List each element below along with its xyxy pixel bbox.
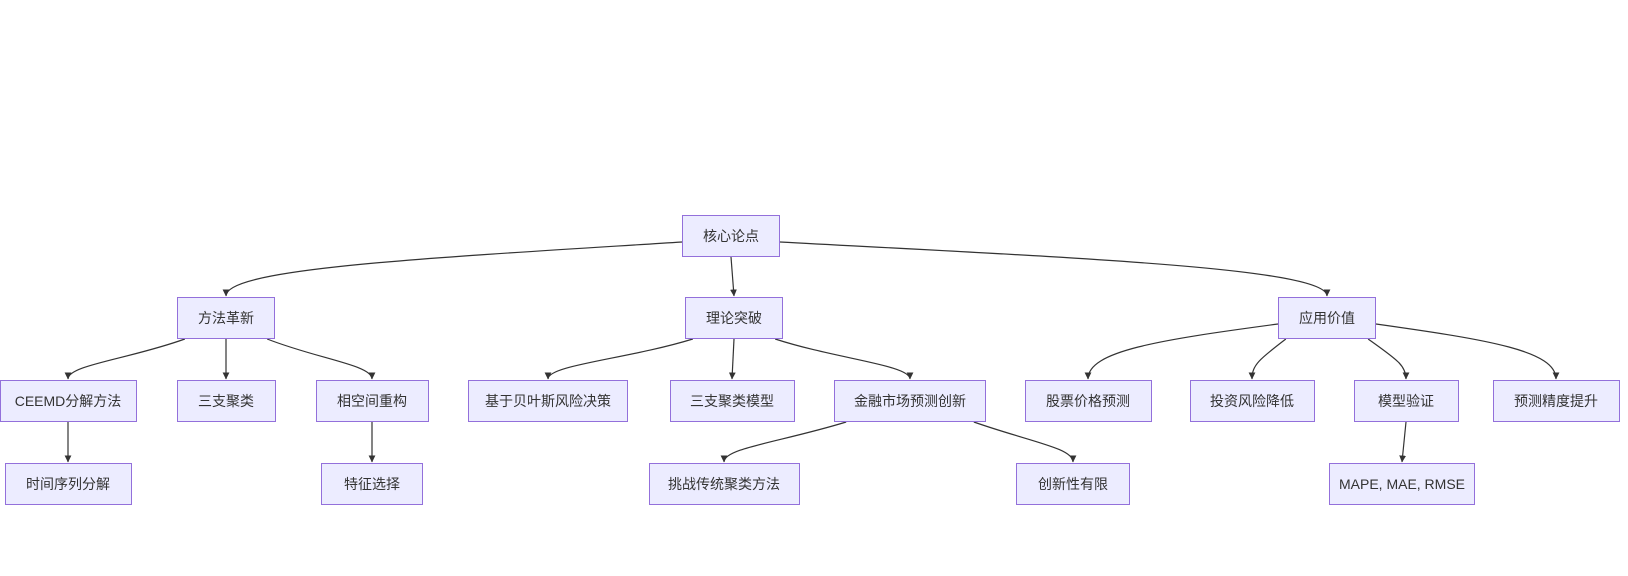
- node-time-series-decomp: 时间序列分解: [4, 463, 132, 505]
- edge-application-value-to-risk-reduction: [1248, 338, 1287, 380]
- node-ceemd-decomposition: CEEMD分解方法: [0, 380, 137, 422]
- node-phase-space-recon: 相空间重构: [315, 380, 429, 422]
- node-error-metrics: MAPE, MAE, RMSE: [1329, 463, 1475, 505]
- node-core-thesis: 核心论点: [682, 215, 780, 257]
- edge-method-innovation-to-ceemd-decomposition: [64, 338, 186, 380]
- edge-core-thesis-to-method-innovation: [222, 241, 683, 297]
- edge-theory-breakthrough-to-bayes-risk-decision: [544, 338, 694, 380]
- node-risk-reduction: 投资风险降低: [1189, 380, 1315, 422]
- node-application-value: 应用价值: [1278, 297, 1376, 339]
- edge-application-value-to-model-validation: [1367, 338, 1410, 380]
- node-stock-price-prediction: 股票价格预测: [1024, 380, 1152, 422]
- node-three-way-model: 三支聚类模型: [669, 380, 795, 422]
- edge-application-value-to-stock-price-prediction: [1084, 323, 1279, 380]
- node-challenge-traditional: 挑战传统聚类方法: [648, 463, 800, 505]
- node-three-way-clustering: 三支聚类: [176, 380, 276, 422]
- edge-financial-innovation-to-limited-novelty: [973, 421, 1077, 463]
- node-model-validation: 模型验证: [1353, 380, 1459, 422]
- node-feature-selection: 特征选择: [321, 463, 423, 505]
- edge-theory-breakthrough-to-three-way-model: [728, 338, 736, 380]
- node-accuracy-improvement: 预测精度提升: [1492, 380, 1620, 422]
- edge-method-innovation-to-phase-space-recon: [266, 338, 376, 380]
- node-financial-innovation: 金融市场预测创新: [834, 380, 986, 422]
- node-theory-breakthrough: 理论突破: [685, 297, 783, 339]
- node-method-innovation: 方法革新: [177, 297, 275, 339]
- node-limited-novelty: 创新性有限: [1016, 463, 1130, 505]
- edge-application-value-to-accuracy-improvement: [1375, 323, 1560, 380]
- edge-financial-innovation-to-challenge-traditional: [720, 421, 847, 463]
- edge-theory-breakthrough-to-financial-innovation: [774, 338, 914, 380]
- node-bayes-risk-decision: 基于贝叶斯风险决策: [468, 380, 628, 422]
- edge-core-thesis-to-application-value: [779, 241, 1331, 297]
- edge-core-thesis-to-theory-breakthrough: [730, 256, 737, 297]
- edge-model-validation-to-error-metrics: [1399, 421, 1407, 463]
